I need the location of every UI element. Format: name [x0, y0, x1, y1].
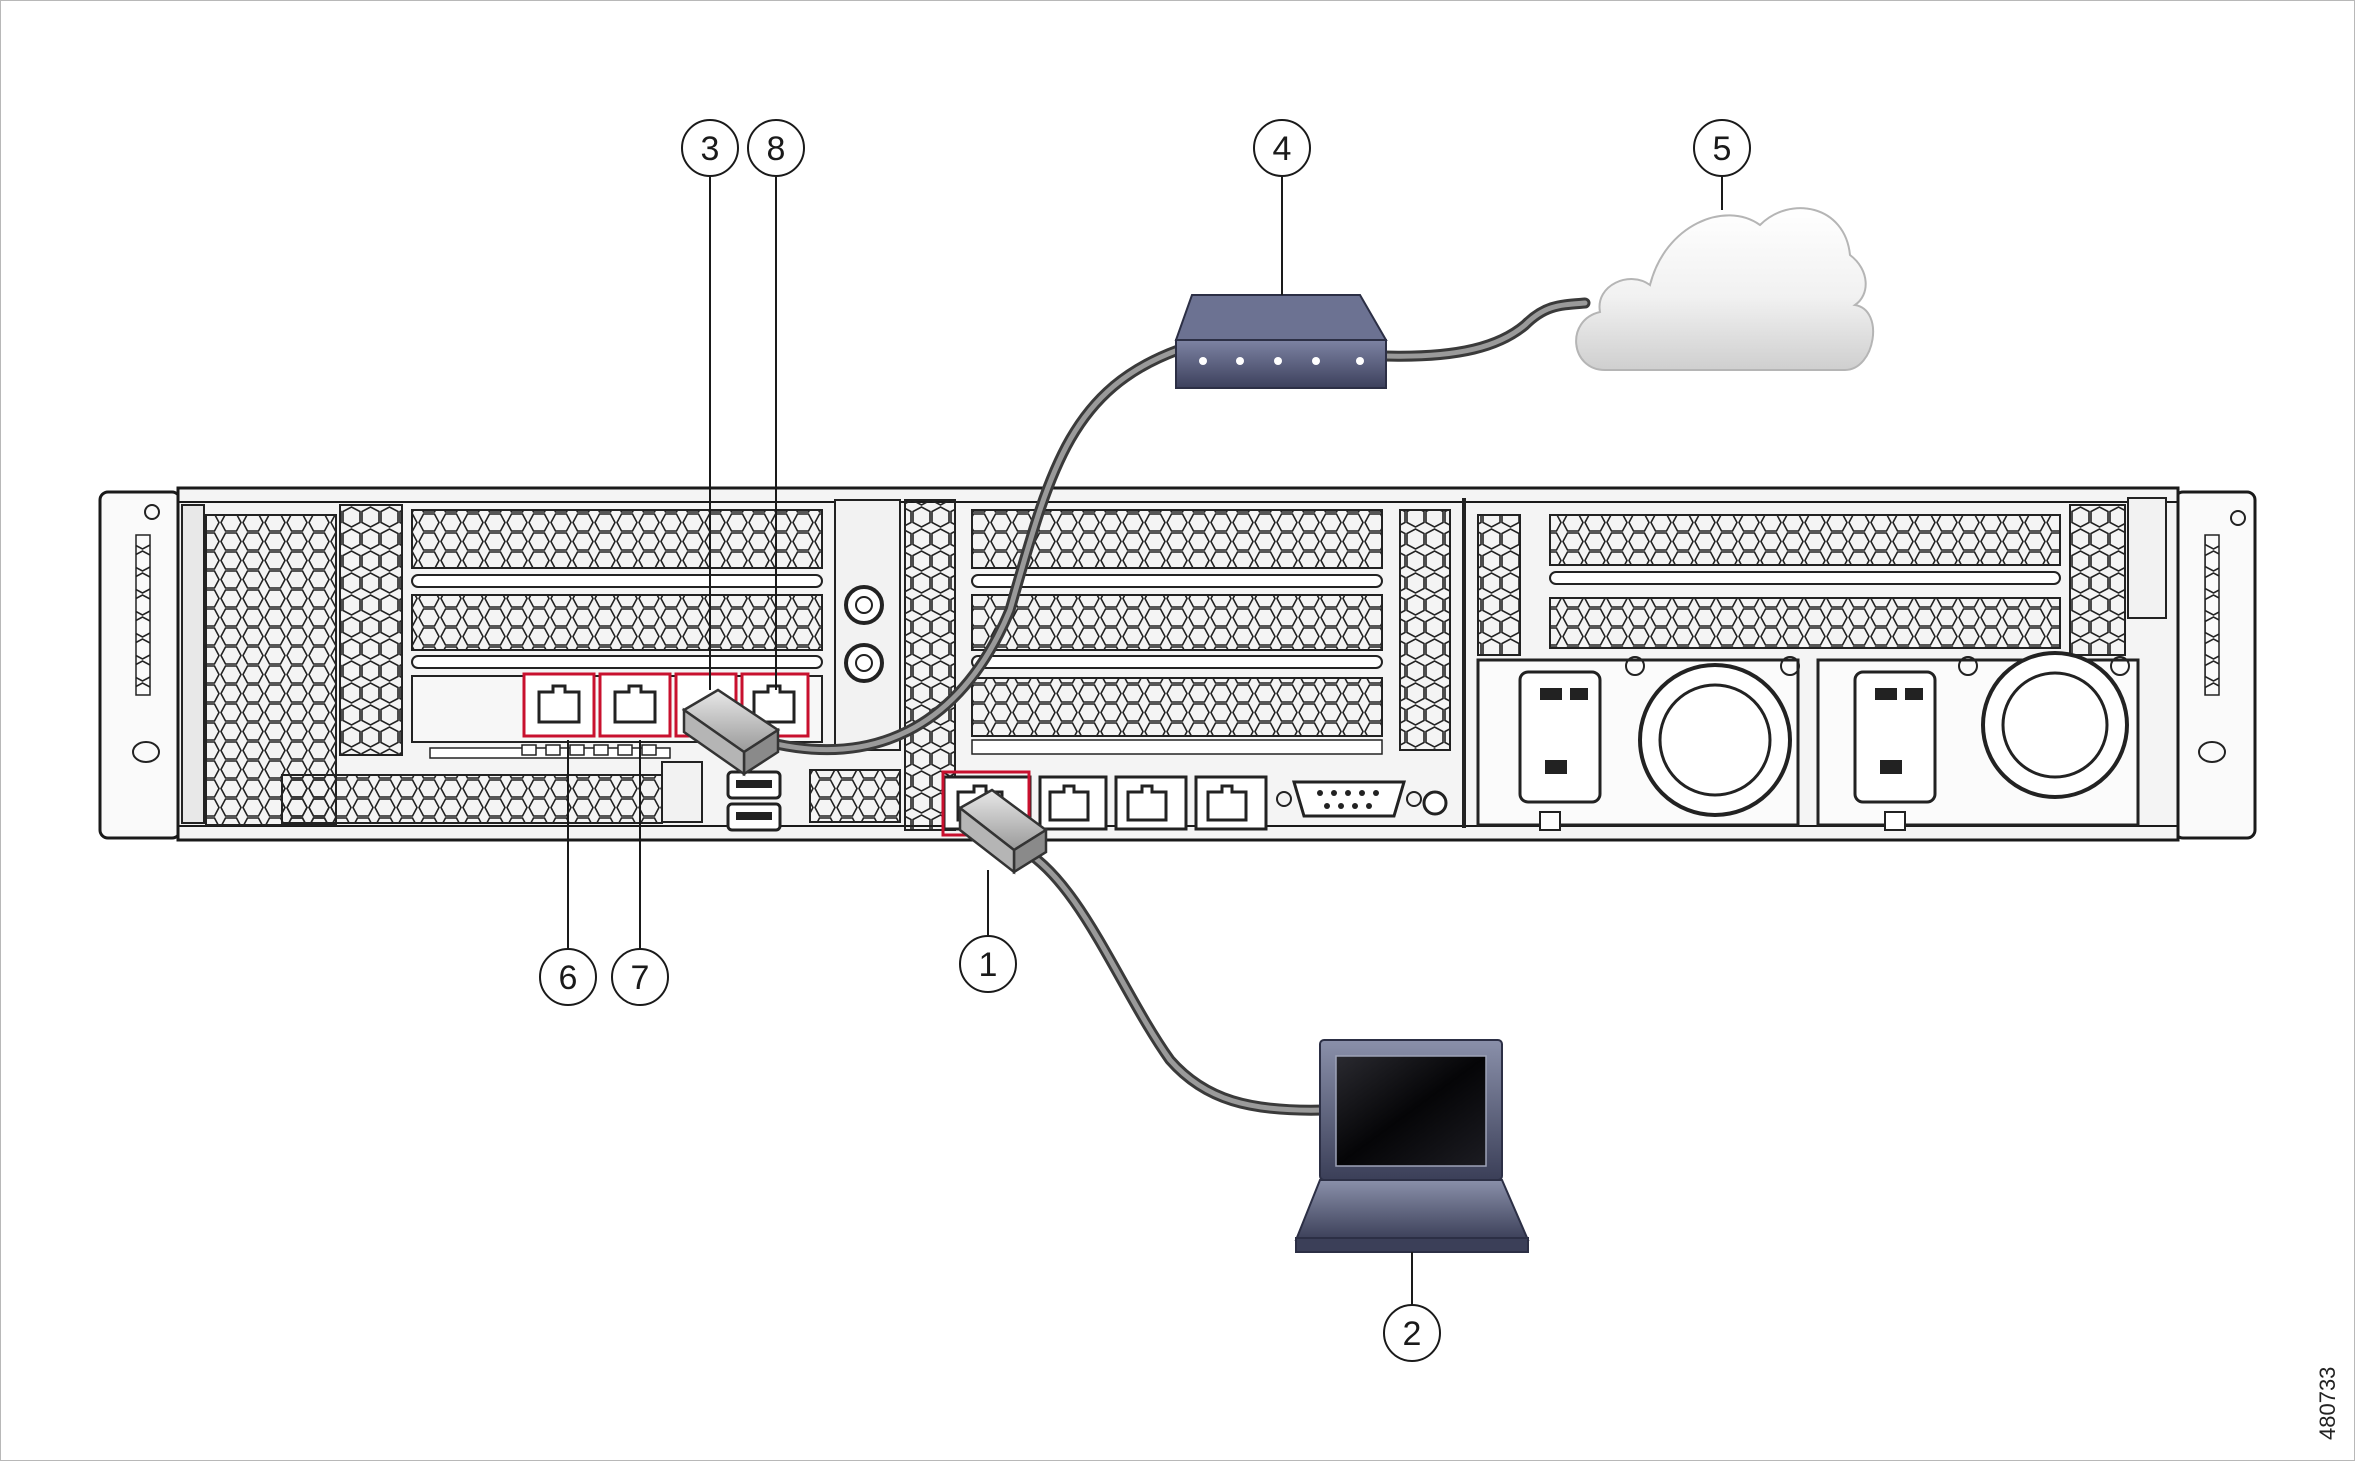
svg-text:1: 1: [979, 946, 998, 984]
callout-leader-lines: [567, 177, 1723, 1305]
adapter-port-leds: [521, 744, 657, 756]
rj45-plug-management: [957, 788, 1049, 875]
svg-text:8: 8: [767, 130, 786, 168]
svg-text:6: 6: [559, 959, 578, 997]
callout-7: 7: [611, 948, 669, 1006]
svg-text:3: 3: [701, 130, 720, 168]
callout-6: 6: [539, 948, 597, 1006]
usb-ports: [726, 770, 782, 832]
svg-text:7: 7: [631, 959, 650, 997]
rj45-plug-adapter: [681, 688, 781, 777]
svg-text:4: 4: [1273, 130, 1292, 168]
svg-text:5: 5: [1713, 130, 1732, 168]
cables: [754, 297, 1591, 1116]
laptop-icon: [1294, 1039, 1530, 1253]
callout-1: 1: [959, 935, 1017, 993]
cloud-icon: [1575, 207, 1875, 371]
callout-5: 5: [1693, 119, 1751, 177]
right-ear-vents: [2198, 510, 2246, 763]
callout-8: 8: [747, 119, 805, 177]
vga-port: [1276, 780, 1422, 818]
power-supply-1: [1476, 656, 1800, 831]
callout-3: 3: [681, 119, 739, 177]
svg-text:2: 2: [1403, 1315, 1422, 1353]
power-supply-2: [1816, 651, 2140, 831]
callout-2: 2: [1383, 1304, 1441, 1362]
network-switch-icon: [1174, 294, 1388, 389]
rack-server-rear-icon: [98, 486, 2257, 842]
callout-4: 4: [1253, 119, 1311, 177]
figure-id: 480733: [2315, 1367, 2340, 1440]
left-ear-vents: [132, 504, 160, 763]
